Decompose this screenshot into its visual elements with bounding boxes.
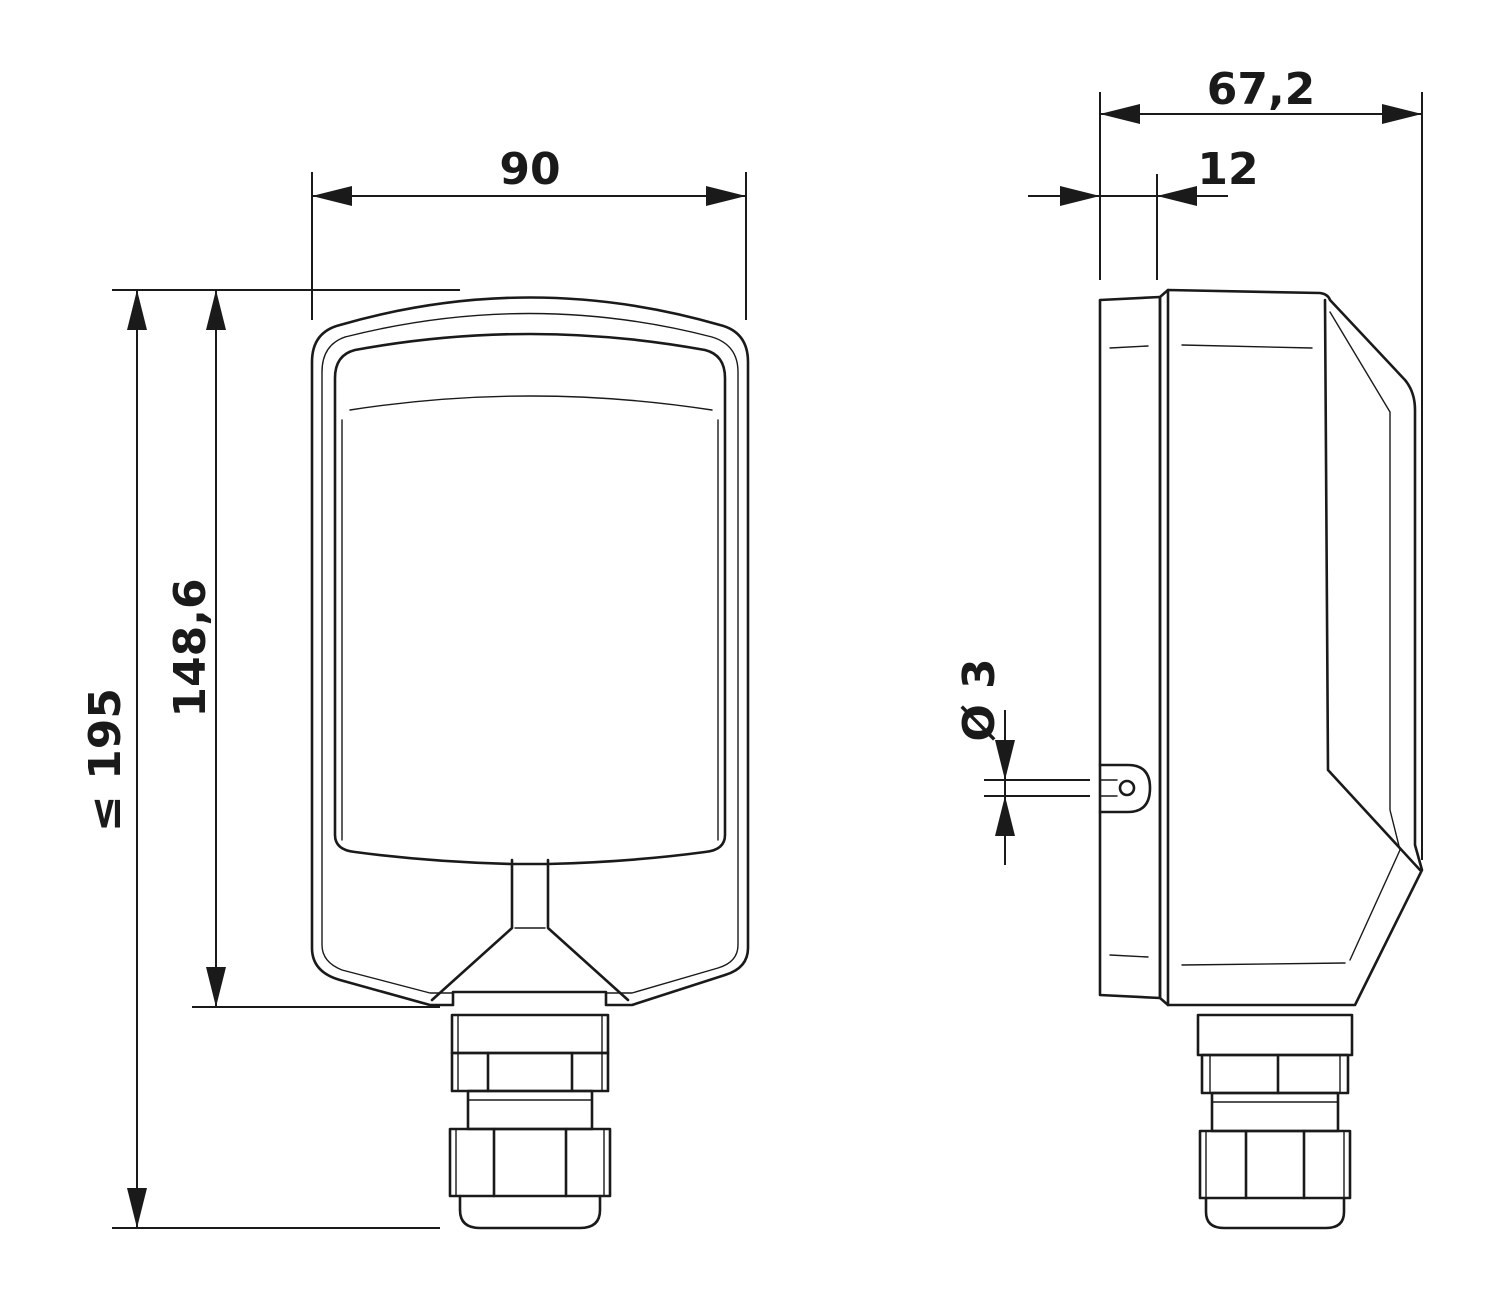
dimension-label-flange: 12 (1197, 144, 1258, 195)
dimension-label-width: 90 (499, 144, 560, 195)
dimension-mount-hole: Ø 3 (954, 658, 1090, 865)
dimension-side-flange: 12 (1028, 144, 1259, 280)
front-housing (310, 296, 750, 1007)
dimension-label-body-height: 148,6 (165, 578, 216, 717)
front-view (310, 296, 750, 1230)
side-housing (1098, 288, 1424, 1007)
dimension-label-hole: Ø 3 (954, 658, 1005, 741)
dimension-side-depth: 67,2 (1099, 64, 1423, 860)
dimension-front-total-height: ≤ 195 (80, 289, 460, 1229)
side-cable-gland (1196, 1013, 1354, 1230)
dimension-label-total-height: ≤ 195 (80, 688, 131, 832)
side-view (1098, 288, 1424, 1230)
dimension-label-depth: 67,2 (1207, 64, 1316, 115)
dimension-front-body-height: 148,6 (165, 290, 440, 1008)
front-cable-gland (448, 1013, 612, 1230)
dimension-front-width: 90 (311, 144, 747, 320)
